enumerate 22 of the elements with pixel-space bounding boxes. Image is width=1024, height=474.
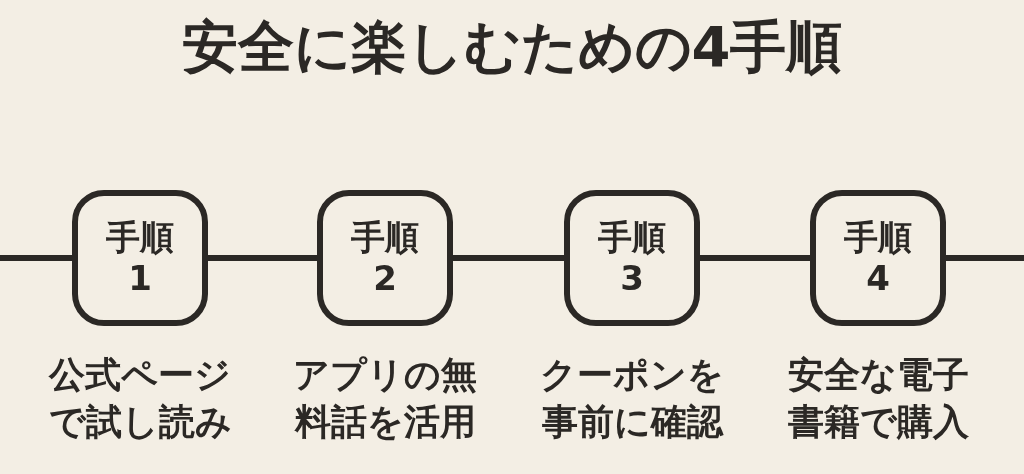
step-box bbox=[317, 190, 453, 326]
connector-line bbox=[0, 255, 72, 261]
step-number: 2 bbox=[373, 258, 397, 299]
step-number: 3 bbox=[620, 258, 644, 299]
connector-line bbox=[700, 255, 810, 261]
step-number: 1 bbox=[128, 258, 152, 299]
step-label: 手順 bbox=[598, 217, 666, 258]
step-box bbox=[72, 190, 208, 326]
step-number: 4 bbox=[866, 258, 890, 299]
step-label: 手順 bbox=[106, 217, 174, 258]
connector-line bbox=[453, 255, 564, 261]
step-caption: 公式ページで試し読み bbox=[47, 353, 233, 444]
step-caption: 安全な電子書籍で購入 bbox=[786, 353, 970, 444]
step-caption: クーポンを事前に確認 bbox=[539, 353, 726, 444]
step-label: 手順 bbox=[351, 217, 419, 258]
title: 安全に楽しむための4手順 bbox=[181, 13, 843, 81]
connector-line bbox=[946, 255, 1024, 261]
step-box bbox=[810, 190, 946, 326]
step-label: 手順 bbox=[844, 217, 912, 258]
connector-line bbox=[208, 255, 317, 261]
step-caption: アプリの無料話を活用 bbox=[292, 353, 479, 444]
step-box bbox=[564, 190, 700, 326]
